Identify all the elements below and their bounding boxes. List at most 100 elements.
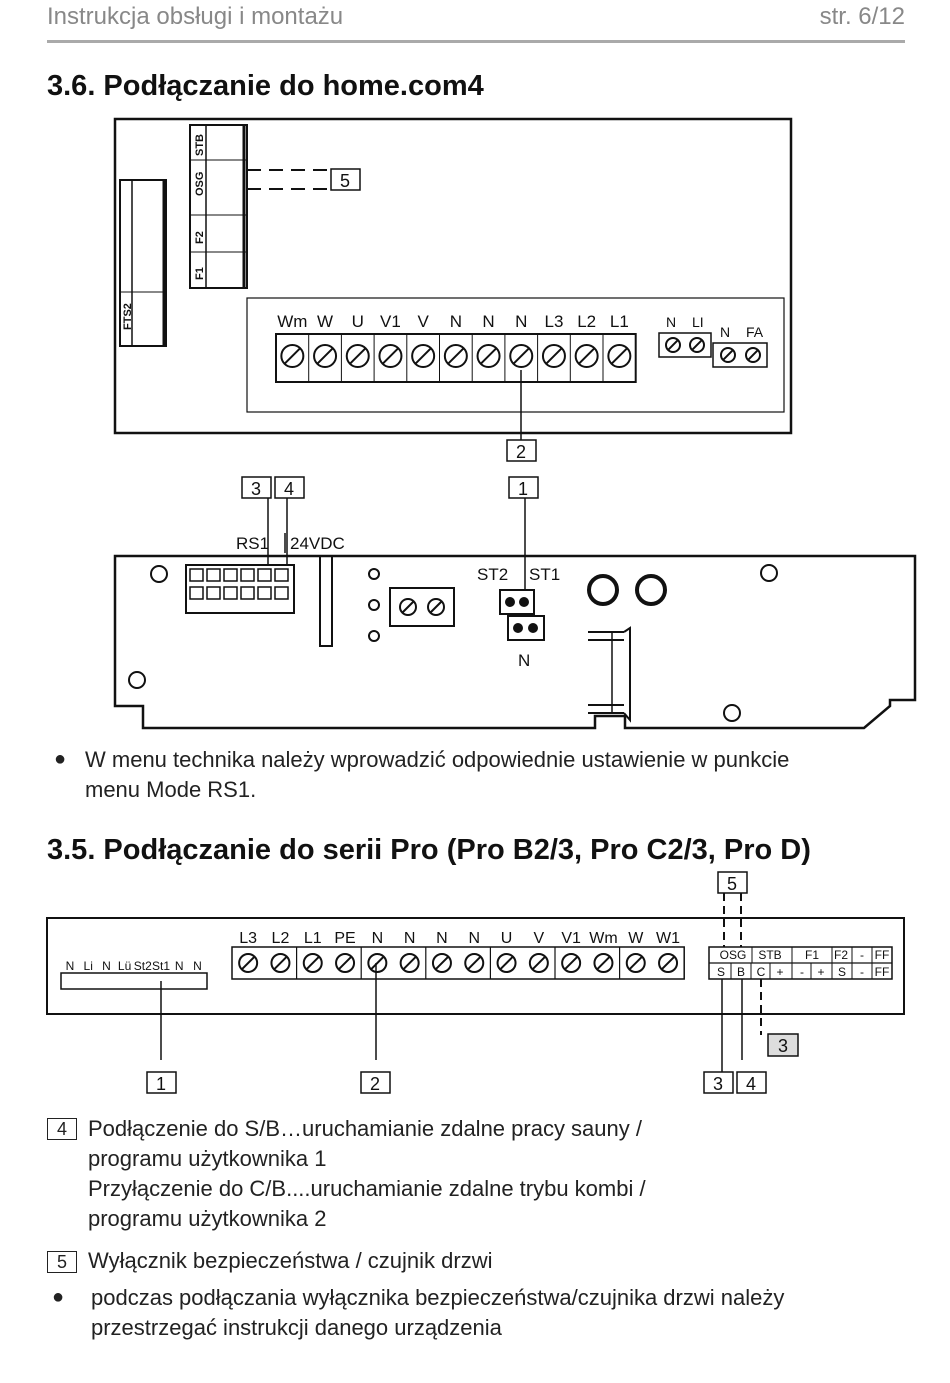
pro-terminal-label: PE	[334, 930, 355, 947]
bullet2-line-2: przestrzegać instrukcji danego urządzeni…	[91, 1315, 502, 1340]
bullet2-line-1: podczas podłączania wyłącznika bezpiecze…	[91, 1285, 785, 1310]
legend-4-box: 4	[47, 1118, 77, 1140]
legend-4-line-3: Przyłączenie do C/B....uruchamianie zdal…	[88, 1176, 646, 1201]
fuse-f2-label: F2	[194, 231, 206, 244]
bottom-row-label: +	[817, 965, 824, 979]
connector-pin	[257, 568, 272, 582]
pro-terminal-label: L1	[304, 930, 322, 947]
term-small-n2: N	[720, 324, 730, 340]
terminal-label: L3	[544, 312, 563, 331]
top-row-label: STB	[758, 948, 781, 962]
callout-3-top: 3	[251, 479, 261, 499]
legend-4-line-2: programu użytkownika 1	[88, 1146, 327, 1171]
callout-4-pro: 4	[746, 1074, 756, 1094]
section-3-6-title: 3.6. Podłączanie do home.com4	[47, 70, 484, 102]
connector-pin	[240, 568, 255, 582]
top-row-label: OSG	[720, 948, 747, 962]
connector-pin	[206, 568, 221, 582]
terminal-label: L2	[577, 312, 596, 331]
pro-terminal-label: V1	[561, 930, 581, 947]
pro-terminal-label: N	[436, 930, 448, 947]
st1-label: ST1	[529, 565, 560, 584]
fuse-f1-label: F1	[194, 267, 206, 280]
callout-1-pro: 1	[156, 1074, 166, 1094]
terminal-label: W	[317, 312, 333, 331]
callout-2-top: 2	[516, 442, 526, 462]
callout-5-pro: 5	[727, 874, 737, 894]
bottom-row-label: -	[800, 965, 804, 979]
rs1-label: RS1	[236, 534, 269, 553]
small-term-label: Li	[84, 959, 93, 973]
connector-pin	[223, 586, 238, 600]
pro-terminal-label: Wm	[589, 930, 617, 947]
24vdc-label: 24VDC	[290, 534, 345, 553]
callout-3-pro: 3	[713, 1074, 723, 1094]
terminal-label: Wm	[277, 312, 307, 331]
term-small-fa: FA	[746, 324, 764, 340]
fts2-label: FTS2	[122, 303, 134, 330]
st2-label: ST2	[477, 565, 508, 584]
terminal-label: L1	[610, 312, 629, 331]
connector-pin	[240, 586, 255, 600]
term-small-n1: N	[666, 314, 676, 330]
n-label-st: N	[518, 651, 530, 670]
small-term-label: St1	[152, 959, 170, 973]
bottom-row-label: C	[757, 965, 766, 979]
bottom-row-label: FF	[875, 965, 890, 979]
connector-pin	[223, 568, 238, 582]
small-term-label: N	[102, 959, 111, 973]
bottom-row-label: +	[776, 965, 783, 979]
pro-terminal-label: N	[468, 930, 480, 947]
bullet-dot-2: ●	[52, 1286, 65, 1308]
connector-pin	[189, 568, 204, 582]
connector-pin	[274, 586, 289, 600]
pro-terminal-label: N	[372, 930, 384, 947]
pro-terminal-label: U	[501, 930, 513, 947]
pro-terminal-label: L3	[239, 930, 257, 947]
bullet-dot-1: ●	[54, 748, 67, 770]
callout-3-pro-right: 3	[778, 1036, 788, 1056]
top-row-label: FF	[875, 948, 890, 962]
pro-terminal-label: W1	[656, 930, 680, 947]
term-small-li: LI	[692, 314, 704, 330]
terminal-label: N	[482, 312, 494, 331]
pro-terminal-label: L2	[272, 930, 290, 947]
small-term-label: Lü	[118, 959, 131, 973]
top-row-label: F1	[805, 948, 819, 962]
top-row-label: F2	[834, 948, 848, 962]
pro-terminal-label: V	[534, 930, 545, 947]
terminal-label: V	[417, 312, 429, 331]
page-number: str. 6/12	[819, 3, 905, 30]
callout-1-top: 1	[518, 479, 528, 499]
small-term-label: N	[175, 959, 184, 973]
top-row-label: -	[860, 948, 864, 962]
connector-pin	[274, 568, 289, 582]
terminal-label: U	[352, 312, 364, 331]
legend-5-text: Wyłącznik bezpieczeństwa / czujnik drzwi	[88, 1248, 493, 1273]
small-term-label: N	[193, 959, 202, 973]
connector-pin	[189, 586, 204, 600]
manual-title: Instrukcja obsługi i montażu	[47, 3, 344, 30]
pro-terminal-label: N	[404, 930, 416, 947]
fuse-osg-label: OSG	[194, 172, 206, 196]
callout-4-top: 4	[284, 479, 294, 499]
bottom-row-label: S	[838, 965, 846, 979]
legend-4-line-4: programu użytkownika 2	[88, 1206, 327, 1231]
section-3-5-title: 3.5. Podłączanie do serii Pro (Pro B2/3,…	[47, 834, 811, 866]
bullet-text-line-2: menu Mode RS1.	[85, 777, 257, 802]
connector-pin	[206, 586, 221, 600]
legend-4-line-1: Podłączenie do S/B…uruchamianie zdalne p…	[88, 1116, 642, 1141]
small-term-label: N	[66, 959, 75, 973]
terminal-label: N	[515, 312, 527, 331]
connector-pin	[257, 586, 272, 600]
bottom-row-label: -	[860, 965, 864, 979]
bottom-row-label: S	[717, 965, 725, 979]
legend-5-box: 5	[47, 1251, 77, 1273]
fuse-stb-label: STB	[194, 134, 206, 156]
page-header: Instrukcja obsługi i montażu str. 6/12	[47, 0, 905, 43]
terminal-label: N	[450, 312, 462, 331]
terminal-label: V1	[380, 312, 401, 331]
